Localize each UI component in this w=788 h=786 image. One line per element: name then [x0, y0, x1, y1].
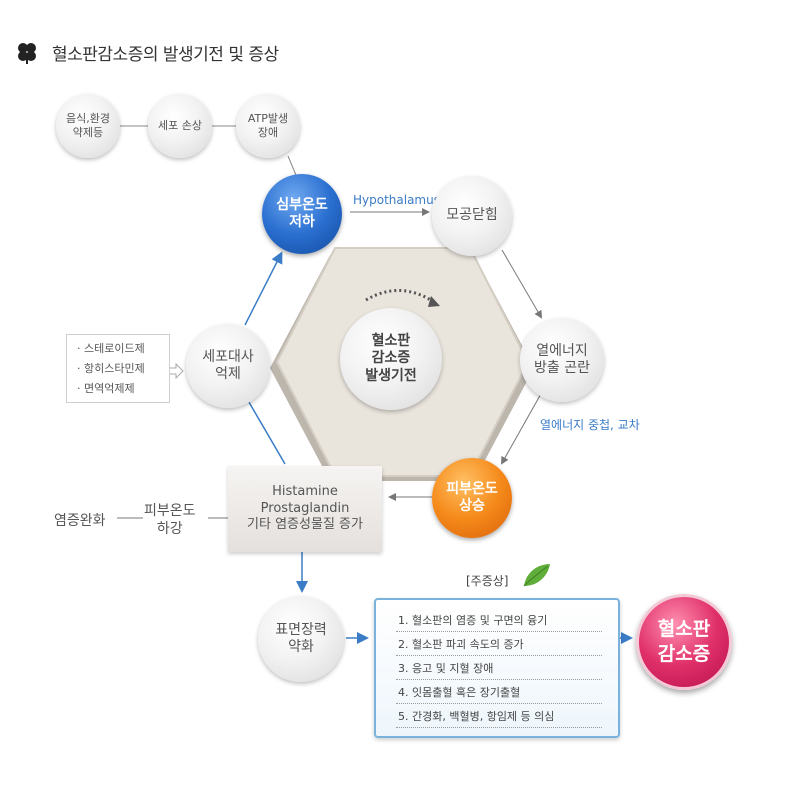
histamine-box: Histamine Prostaglandin 기타 염증성물질 증가	[228, 466, 382, 552]
node-thrombocytopenia: 혈소판 감소증	[636, 594, 732, 690]
symptom-item: 1. 혈소판의 염증 및 구면의 융기	[396, 608, 602, 632]
symptoms-title: [주증상]	[466, 574, 509, 588]
node-surface-tension-weakening: 표면장력 약화	[258, 596, 344, 682]
clover-icon	[18, 43, 36, 64]
symptom-item: 3. 응고 및 지혈 장애	[396, 656, 602, 680]
line-histamine-to-metab	[245, 396, 286, 465]
center-mechanism: 혈소판 감소증 발생기전	[340, 308, 442, 410]
node-atp-failure: ATP발생 장애	[236, 94, 300, 158]
label-inflammation-relief: 염증완화	[54, 513, 106, 529]
center-dotted-arrow	[365, 289, 435, 304]
label-hypothalamus: Hypothalamus	[353, 193, 440, 207]
drug-item: · 스테로이드제	[77, 342, 145, 355]
node-pore-close: 모공닫힘	[432, 176, 512, 256]
symptom-item: 2. 혈소판 파괴 속도의 증가	[396, 632, 602, 656]
symptom-item: 4. 잇몸출혈 혹은 장기출혈	[396, 680, 602, 704]
leaf-icon	[523, 564, 550, 587]
symptoms-box: 1. 혈소판의 염증 및 구면의 융기 2. 혈소판 파괴 속도의 증가 3. …	[374, 598, 620, 738]
node-cell-damage: 세포 손상	[148, 94, 212, 158]
drug-item: · 면역억제제	[77, 381, 135, 395]
node-cell-metabolism-suppression: 세포대사 억제	[186, 324, 270, 408]
line-atp-core	[287, 155, 297, 176]
label-heat-overlap: 열에너지 중첩, 교차	[540, 418, 640, 432]
symptom-item: 5. 간경화, 백혈병, 항임제 등 의심	[396, 704, 602, 728]
center-dotted-arrow-head	[428, 296, 440, 307]
label-skin-temp-drop: 피부온도 하강	[144, 503, 196, 538]
node-food-environment: 음식,환경 약제등	[56, 94, 120, 158]
arrow-heat-to-skin	[501, 391, 543, 465]
drug-list: · 스테로이드제 · 항히스타민제 · 면역억제제	[66, 334, 170, 404]
arrow-metab-to-core	[244, 251, 283, 326]
node-core-temp-drop: 심부온도 저하	[262, 174, 342, 254]
node-heat-release-difficulty: 열에너지 방출 곤란	[520, 318, 604, 402]
page-title: 혈소판감소증의 발생기전 및 증상	[52, 45, 279, 65]
drug-item: · 항히스타민제	[77, 361, 145, 375]
arrow-pore-to-heat	[501, 249, 543, 319]
node-skin-temp-rise: 피부온도 상승	[432, 458, 512, 538]
